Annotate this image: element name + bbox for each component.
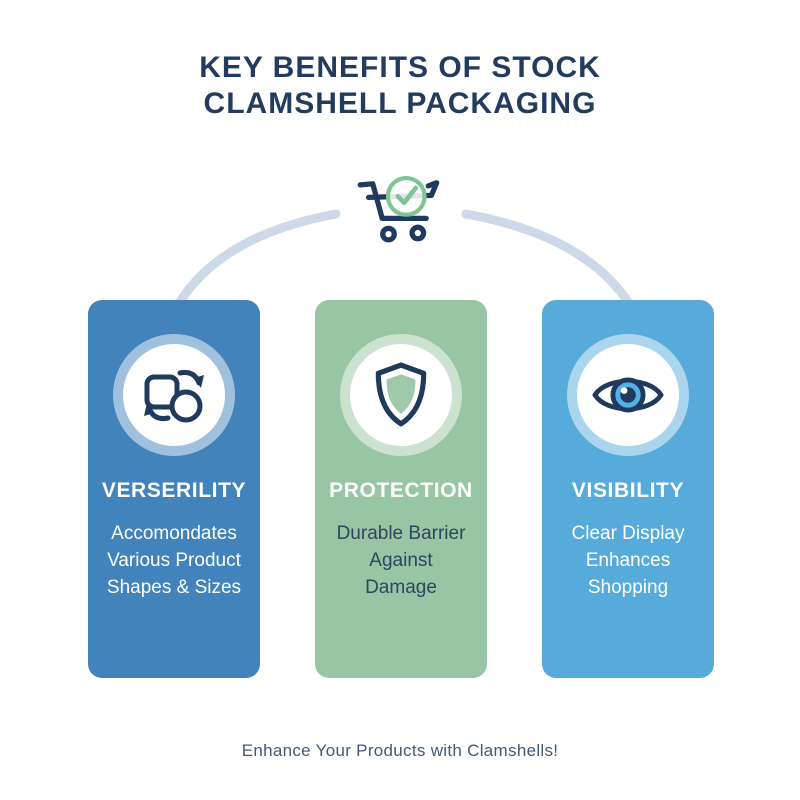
card-description: Clear Display Enhances Shopping [572,520,685,601]
desc-line: Shopping [587,577,669,598]
benefit-card-visibility: VISIBILITY Clear Display Enhances Shoppi… [542,300,714,678]
icon-circle-ring [113,334,235,456]
desc-line: Durable Barrier [336,523,466,544]
icon-circle [577,344,679,446]
cart-check-icon [356,174,444,246]
eye-icon [592,377,664,413]
tagline: Enhance Your Products with Clamshells! [241,741,559,760]
card-title: PROTECTION [329,479,473,502]
desc-line: Accomondates [111,523,237,544]
shield-icon [375,362,427,427]
title-line-2: CLAMSHELL PACKAGING [203,87,597,120]
card-title: VERSERILITY [101,479,247,502]
benefit-cards: VERSERILITY Accomondates Various Product… [88,300,714,678]
desc-line: Damage [365,577,437,598]
icon-circle [350,344,452,446]
left-arc [170,209,341,315]
shopping-cart-icon [357,175,440,243]
icon-circle [123,344,225,446]
desc-line: Various Product [107,550,241,571]
desc-line: Shapes & Sizes [106,577,242,598]
card-title: VISIBILITY [571,479,685,502]
right-arc [461,209,637,313]
icon-circle-ring [340,334,462,456]
card-description: Accomondates Various Product Shapes & Si… [107,520,241,601]
connector-arcs [170,209,637,315]
desc-line: Against [369,550,433,571]
benefit-card-protection: PROTECTION Durable Barrier Against Damag… [315,300,487,678]
checkmark-icon [395,185,419,206]
icon-circle-ring [567,334,689,456]
benefit-card-versatility: VERSERILITY Accomondates Various Product… [88,300,260,678]
page-title: KEY BENEFITS OF STOCK CLAMSHELL PACKAGIN… [0,50,800,122]
shapes-swap-icon [144,370,204,423]
title-line-1: KEY BENEFITS OF STOCK [199,51,601,84]
desc-line: Enhances [585,550,671,571]
desc-line: Clear Display [571,523,685,544]
card-description: Durable Barrier Against Damage [337,520,466,601]
